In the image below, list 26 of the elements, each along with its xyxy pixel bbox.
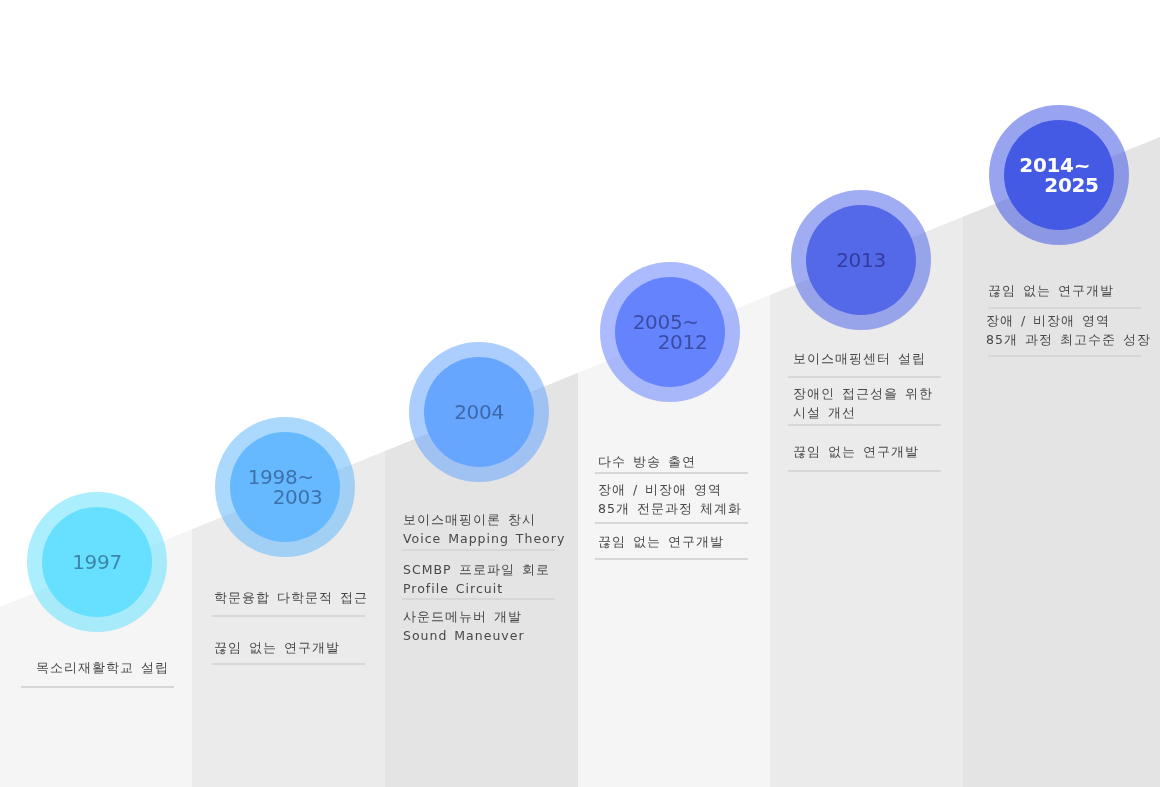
milestone-text: 학문융합 다학문적 접근	[214, 589, 368, 607]
milestone-text: 보이스매핑이론 창시 Voice Mapping Theory	[403, 511, 566, 548]
milestone-text: 끊임 없는 연구개발	[214, 639, 340, 657]
year-circle	[791, 190, 931, 330]
milestone-text: 끊임 없는 연구개발	[988, 282, 1114, 300]
milestone-text: SCMBP 프로파일 회로 Profile Circuit	[403, 561, 550, 598]
year-circle	[989, 105, 1129, 245]
year-circle	[600, 262, 740, 402]
year-circle	[27, 492, 167, 632]
year-label: 2005~ 2012	[632, 312, 708, 352]
year-label: 2014~ 2025	[1019, 155, 1099, 195]
year-label: 1997	[72, 552, 122, 572]
year-label: 2013	[836, 250, 886, 270]
milestone-text: 다수 방송 출연	[598, 453, 696, 471]
milestone-text: 장애 / 비장애 영역 85개 과정 최고수준 성장	[986, 312, 1151, 349]
milestone-text: 끊임 없는 연구개발	[793, 443, 919, 461]
year-circle	[409, 342, 549, 482]
milestone-text: 사운드메뉴버 개발 Sound Maneuver	[403, 608, 525, 645]
milestone-text: 장애 / 비장애 영역 85개 전문과정 체계화	[598, 481, 742, 518]
year-label: 1998~ 2003	[247, 467, 323, 507]
year-label: 2004	[454, 402, 504, 422]
milestone-text: 끊임 없는 연구개발	[598, 533, 724, 551]
milestone-text: 장애인 접근성을 위한 시설 개선	[793, 385, 933, 422]
milestone-text: 목소리재활학교 설립	[36, 659, 169, 677]
milestone-text: 보이스매핑센터 설립	[793, 350, 926, 368]
year-circle	[215, 417, 355, 557]
